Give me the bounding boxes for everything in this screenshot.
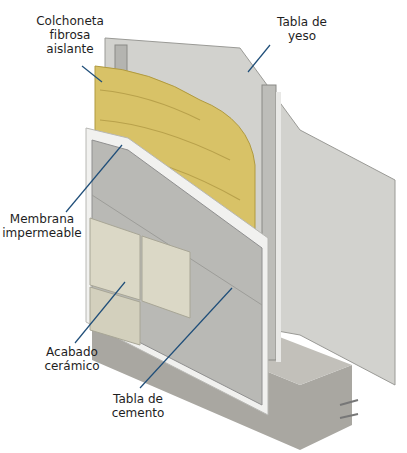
rebar — [340, 414, 358, 418]
leader-lines — [66, 45, 270, 388]
ceramic-tile — [142, 236, 190, 318]
part-label: Tabla de cemento — [100, 392, 176, 420]
part-label: Membrana impermeable — [2, 212, 82, 240]
waterproof-membrane — [86, 128, 268, 415]
ceramic-tile — [90, 218, 140, 300]
part-label: Colchoneta fibrosa aislante — [28, 14, 112, 56]
part-label: Acabado cerámico — [30, 345, 114, 373]
part-label: Tabla de yeso — [262, 15, 342, 43]
rebar — [340, 400, 358, 405]
metal-stud-flange — [276, 92, 281, 362]
